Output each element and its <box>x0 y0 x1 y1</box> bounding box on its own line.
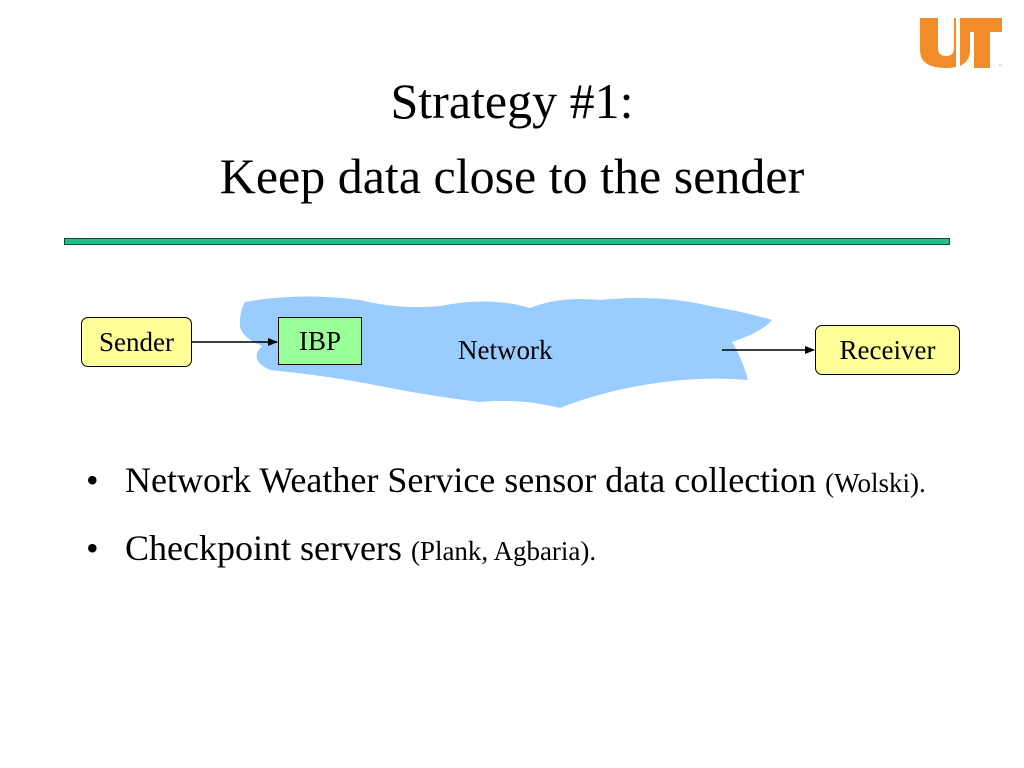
network-cloud <box>239 296 772 408</box>
bullet-list: • Network Weather Service sensor data co… <box>84 455 964 591</box>
bullet-citation: (Wolski). <box>825 468 926 498</box>
ut-logo-icon: ™ <box>920 14 1003 70</box>
network-diagram: Sender IBP Network Receiver <box>0 280 1024 430</box>
ibp-node: IBP <box>278 317 362 365</box>
bullet-item-nws: • Network Weather Service sensor data co… <box>84 455 964 509</box>
bullet-item-checkpoint: • Checkpoint servers (Plank, Agbaria). <box>84 523 964 577</box>
bullet-citation: (Plank, Agbaria). <box>410 536 597 566</box>
slide-title: Strategy #1: Keep data close to the send… <box>0 64 1024 214</box>
bullet-text: Checkpoint servers <box>125 528 411 568</box>
bullet-dot-icon: • <box>86 460 99 500</box>
diagram-drawing <box>192 296 815 408</box>
sender-label: Sender <box>99 326 174 357</box>
title-divider <box>64 238 950 245</box>
title-line-1: Strategy #1: <box>390 73 634 129</box>
receiver-label: Receiver <box>839 334 936 365</box>
sender-node: Sender <box>81 317 192 367</box>
svg-text:™: ™ <box>998 64 1003 70</box>
title-line-2: Keep data close to the sender <box>219 148 805 204</box>
ibp-label: IBP <box>298 325 342 356</box>
bullet-text: Network Weather Service sensor data coll… <box>125 460 826 500</box>
receiver-node: Receiver <box>815 325 960 375</box>
bullet-dot-icon: • <box>86 528 99 568</box>
network-label: Network <box>458 335 553 365</box>
